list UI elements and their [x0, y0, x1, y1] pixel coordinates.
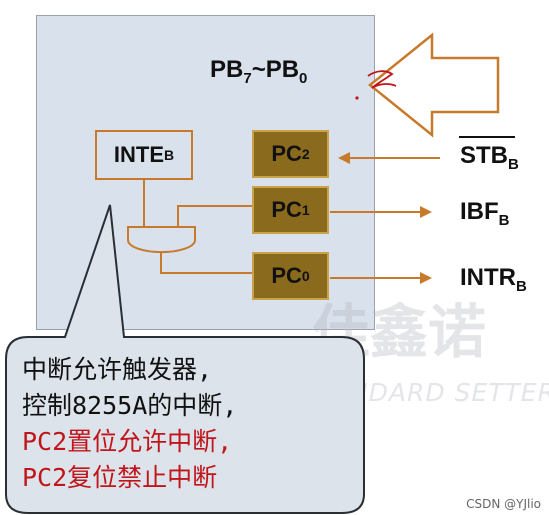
- callout-line-1: 中断允许触发器,: [22, 355, 213, 384]
- stb-overline: [459, 136, 515, 138]
- callout-line-3: PC2置位允许中断,: [22, 427, 233, 456]
- input-arrow: [368, 32, 500, 138]
- wire-pc1-to-gate: [177, 205, 252, 227]
- signal-stb: STBB: [460, 142, 519, 173]
- stb-arrowhead: [338, 152, 350, 164]
- callout-text: 中断允许触发器, 控制8255A的中断, PC2置位允许中断, PC2复位禁止中…: [22, 352, 362, 496]
- callout-bubble: [5, 204, 365, 514]
- signal-intr: INTRB: [460, 264, 527, 295]
- callout-line-2: 控制8255A的中断,: [22, 391, 238, 420]
- intr-arrowhead: [420, 272, 432, 284]
- wire-gate-to-pc0: [160, 252, 252, 274]
- red-pen-dot: [355, 96, 359, 100]
- red-pen-mark: [367, 70, 397, 89]
- ibf-arrowhead: [420, 206, 432, 218]
- credit-label: CSDN @YJlio: [466, 497, 541, 511]
- and-gate: [127, 226, 196, 254]
- callout-line-4: PC2复位禁止中断: [22, 463, 218, 492]
- port-label: PB7~PB0: [210, 56, 308, 87]
- signal-ibf: IBFB: [460, 198, 510, 229]
